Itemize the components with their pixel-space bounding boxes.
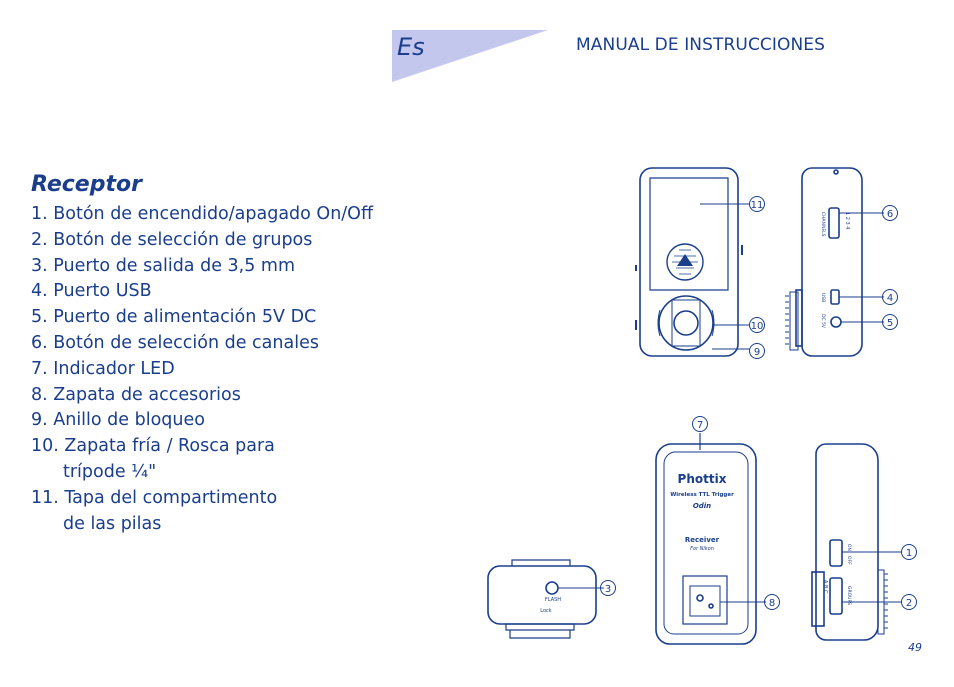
callout-9: 9 <box>754 347 760 358</box>
callout-5: 5 <box>887 318 893 329</box>
on-label: ON <box>846 544 852 551</box>
list-item: 2. Botón de selección de grupos <box>31 229 313 250</box>
callout-4: 4 <box>887 293 893 304</box>
list-item: 3. Puerto de salida de 3,5 mm <box>31 255 296 276</box>
list-item: 4. Puerto USB <box>31 281 152 302</box>
list-item: 5. Puerto de alimentación 5V DC <box>31 307 317 328</box>
callout-10: 10 <box>751 321 764 332</box>
lock-label: Lock <box>540 608 552 614</box>
list-item: 9. Anillo de bloqueo <box>31 410 205 431</box>
list-item: 1. Botón de encendido/apagado On/Off <box>31 204 374 224</box>
groups-label: GROUPS <box>846 586 852 605</box>
flash-label: FLASH <box>545 597 561 603</box>
callout-2: 2 <box>906 598 912 609</box>
receiver-front-view <box>655 433 766 645</box>
section-title: Receptor <box>31 172 142 197</box>
parts-list: 1. Botón de encendido/apagado On/Off 2. … <box>31 202 373 537</box>
device-line1: Wireless TTL Trigger <box>670 492 734 498</box>
receiver-back-view <box>635 167 750 357</box>
callout-11: 11 <box>751 200 764 211</box>
callout-1: 1 <box>906 548 912 559</box>
device-line4: For Nikon <box>690 546 714 552</box>
off-label: OFF <box>846 556 852 565</box>
device-brand: Phottix <box>678 472 727 486</box>
list-item-continuation: trípode ¼" <box>63 461 157 482</box>
callout-3: 3 <box>605 584 611 595</box>
group-letters-label: A B C <box>822 580 828 594</box>
list-item: 6. Botón de selección de canales <box>31 332 319 353</box>
receiver-switch-side-view <box>811 443 902 641</box>
list-item: 10. Zapata fría / Rosca para <box>31 436 275 457</box>
callout-6: 6 <box>887 209 893 220</box>
receiver-side-view <box>785 167 884 357</box>
manual-title: MANUAL DE INSTRUCCIONES <box>576 35 826 55</box>
receiver-top-view <box>487 559 604 639</box>
channels-label: CHANNELS <box>820 212 826 237</box>
channel-numbers-label: 1 2 3 4 <box>844 212 850 230</box>
callout-8: 8 <box>769 598 775 609</box>
list-item-continuation: de las pilas <box>63 513 162 534</box>
list-item: 11. Tapa del compartimento <box>31 487 278 508</box>
list-item: 8. Zapata de accesorios <box>31 384 241 405</box>
usb-label: USB <box>820 293 826 302</box>
dc-label: DC 5V <box>820 314 826 329</box>
device-line3: Receiver <box>685 536 720 544</box>
callout-7: 7 <box>697 420 703 431</box>
header-banner <box>392 30 548 82</box>
language-code: Es <box>397 33 425 61</box>
device-line2: Odin <box>693 502 711 510</box>
list-item: 7. Indicador LED <box>31 358 175 379</box>
page-number: 49 <box>908 641 922 654</box>
